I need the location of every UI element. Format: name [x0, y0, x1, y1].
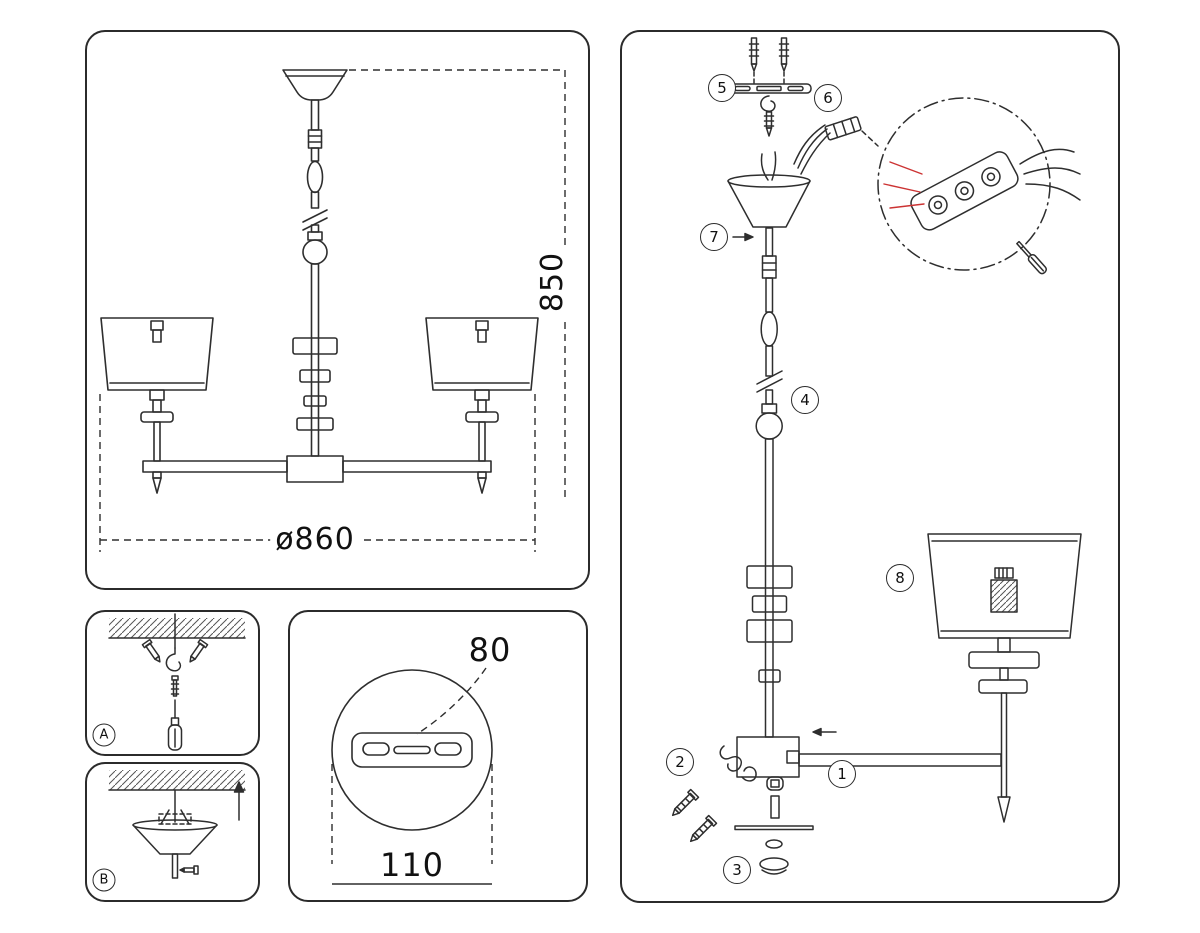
- chandelier-front-view-drawing: [99, 69, 566, 552]
- dimension-height-label: 850: [535, 246, 570, 318]
- expansion-anchor-icon: [689, 814, 718, 843]
- panel-mount-detail-b: B: [85, 762, 260, 902]
- anchor-screw-icon: [748, 37, 760, 72]
- wire-connector-icon: [824, 116, 862, 141]
- badge-a: A: [92, 723, 116, 747]
- lamp-shade: [927, 533, 1082, 639]
- ceiling-anchor-drawing: [108, 613, 246, 751]
- step-marker-6: 6: [814, 84, 842, 112]
- arm-bar: [798, 753, 1002, 767]
- exploded-assembly-drawing: [671, 37, 1082, 875]
- panel-mount-detail-a: A: [85, 610, 260, 756]
- screwdriver-icon: [1016, 240, 1048, 275]
- step-marker-4: 4: [791, 386, 819, 414]
- canopy-cone: [727, 180, 811, 228]
- set-screw-icon: [179, 865, 199, 875]
- wires: [793, 124, 831, 175]
- dimension-110-label: 110: [374, 849, 450, 881]
- panel-assembly-exploded: 5 6 7 4 8 2 1 3: [620, 30, 1120, 903]
- canopy-mount-drawing: [108, 770, 246, 879]
- hub-box: [736, 736, 800, 778]
- screwdriver-icon: [167, 699, 183, 751]
- panel-bracket-detail: 80 110: [288, 610, 588, 902]
- hook-icon: [760, 95, 776, 112]
- step-marker-7: 7: [700, 223, 728, 251]
- wire-pointer-lines: [883, 161, 925, 209]
- terminal-block-icon: [910, 151, 1019, 231]
- badge-b: B: [92, 868, 116, 892]
- terminal-detail-circle: [877, 97, 1051, 271]
- dimension-lines: [99, 69, 566, 552]
- dimension-diameter-label: ø860: [270, 525, 360, 555]
- ceiling-hatch: [109, 618, 245, 638]
- step-marker-2: 2: [666, 748, 694, 776]
- step-marker-1: 1: [828, 760, 856, 788]
- hook-wire-icon: [719, 745, 742, 772]
- anchor-screw-icon: [778, 37, 790, 72]
- dimension-lines: [331, 667, 493, 864]
- expansion-anchor-icon: [671, 788, 700, 817]
- left-arrow-icon: [812, 727, 822, 737]
- expansion-anchor-icon: [189, 638, 209, 663]
- panel-overview: 850 ø860: [85, 30, 590, 590]
- ceiling-hook-icon: [165, 647, 182, 672]
- socket-icon: [990, 579, 1018, 613]
- wires: [1019, 148, 1081, 201]
- mount-bracket: [726, 83, 812, 94]
- step-marker-5: 5: [708, 74, 736, 102]
- ceiling-hatch: [109, 770, 245, 790]
- step-marker-3: 3: [723, 856, 751, 884]
- expansion-anchor-icon: [141, 638, 161, 663]
- step-marker-8: 8: [886, 564, 914, 592]
- wires: [760, 151, 777, 181]
- mount-bracket-detail-drawing: [331, 667, 493, 885]
- dimension-80-label: 80: [463, 634, 517, 666]
